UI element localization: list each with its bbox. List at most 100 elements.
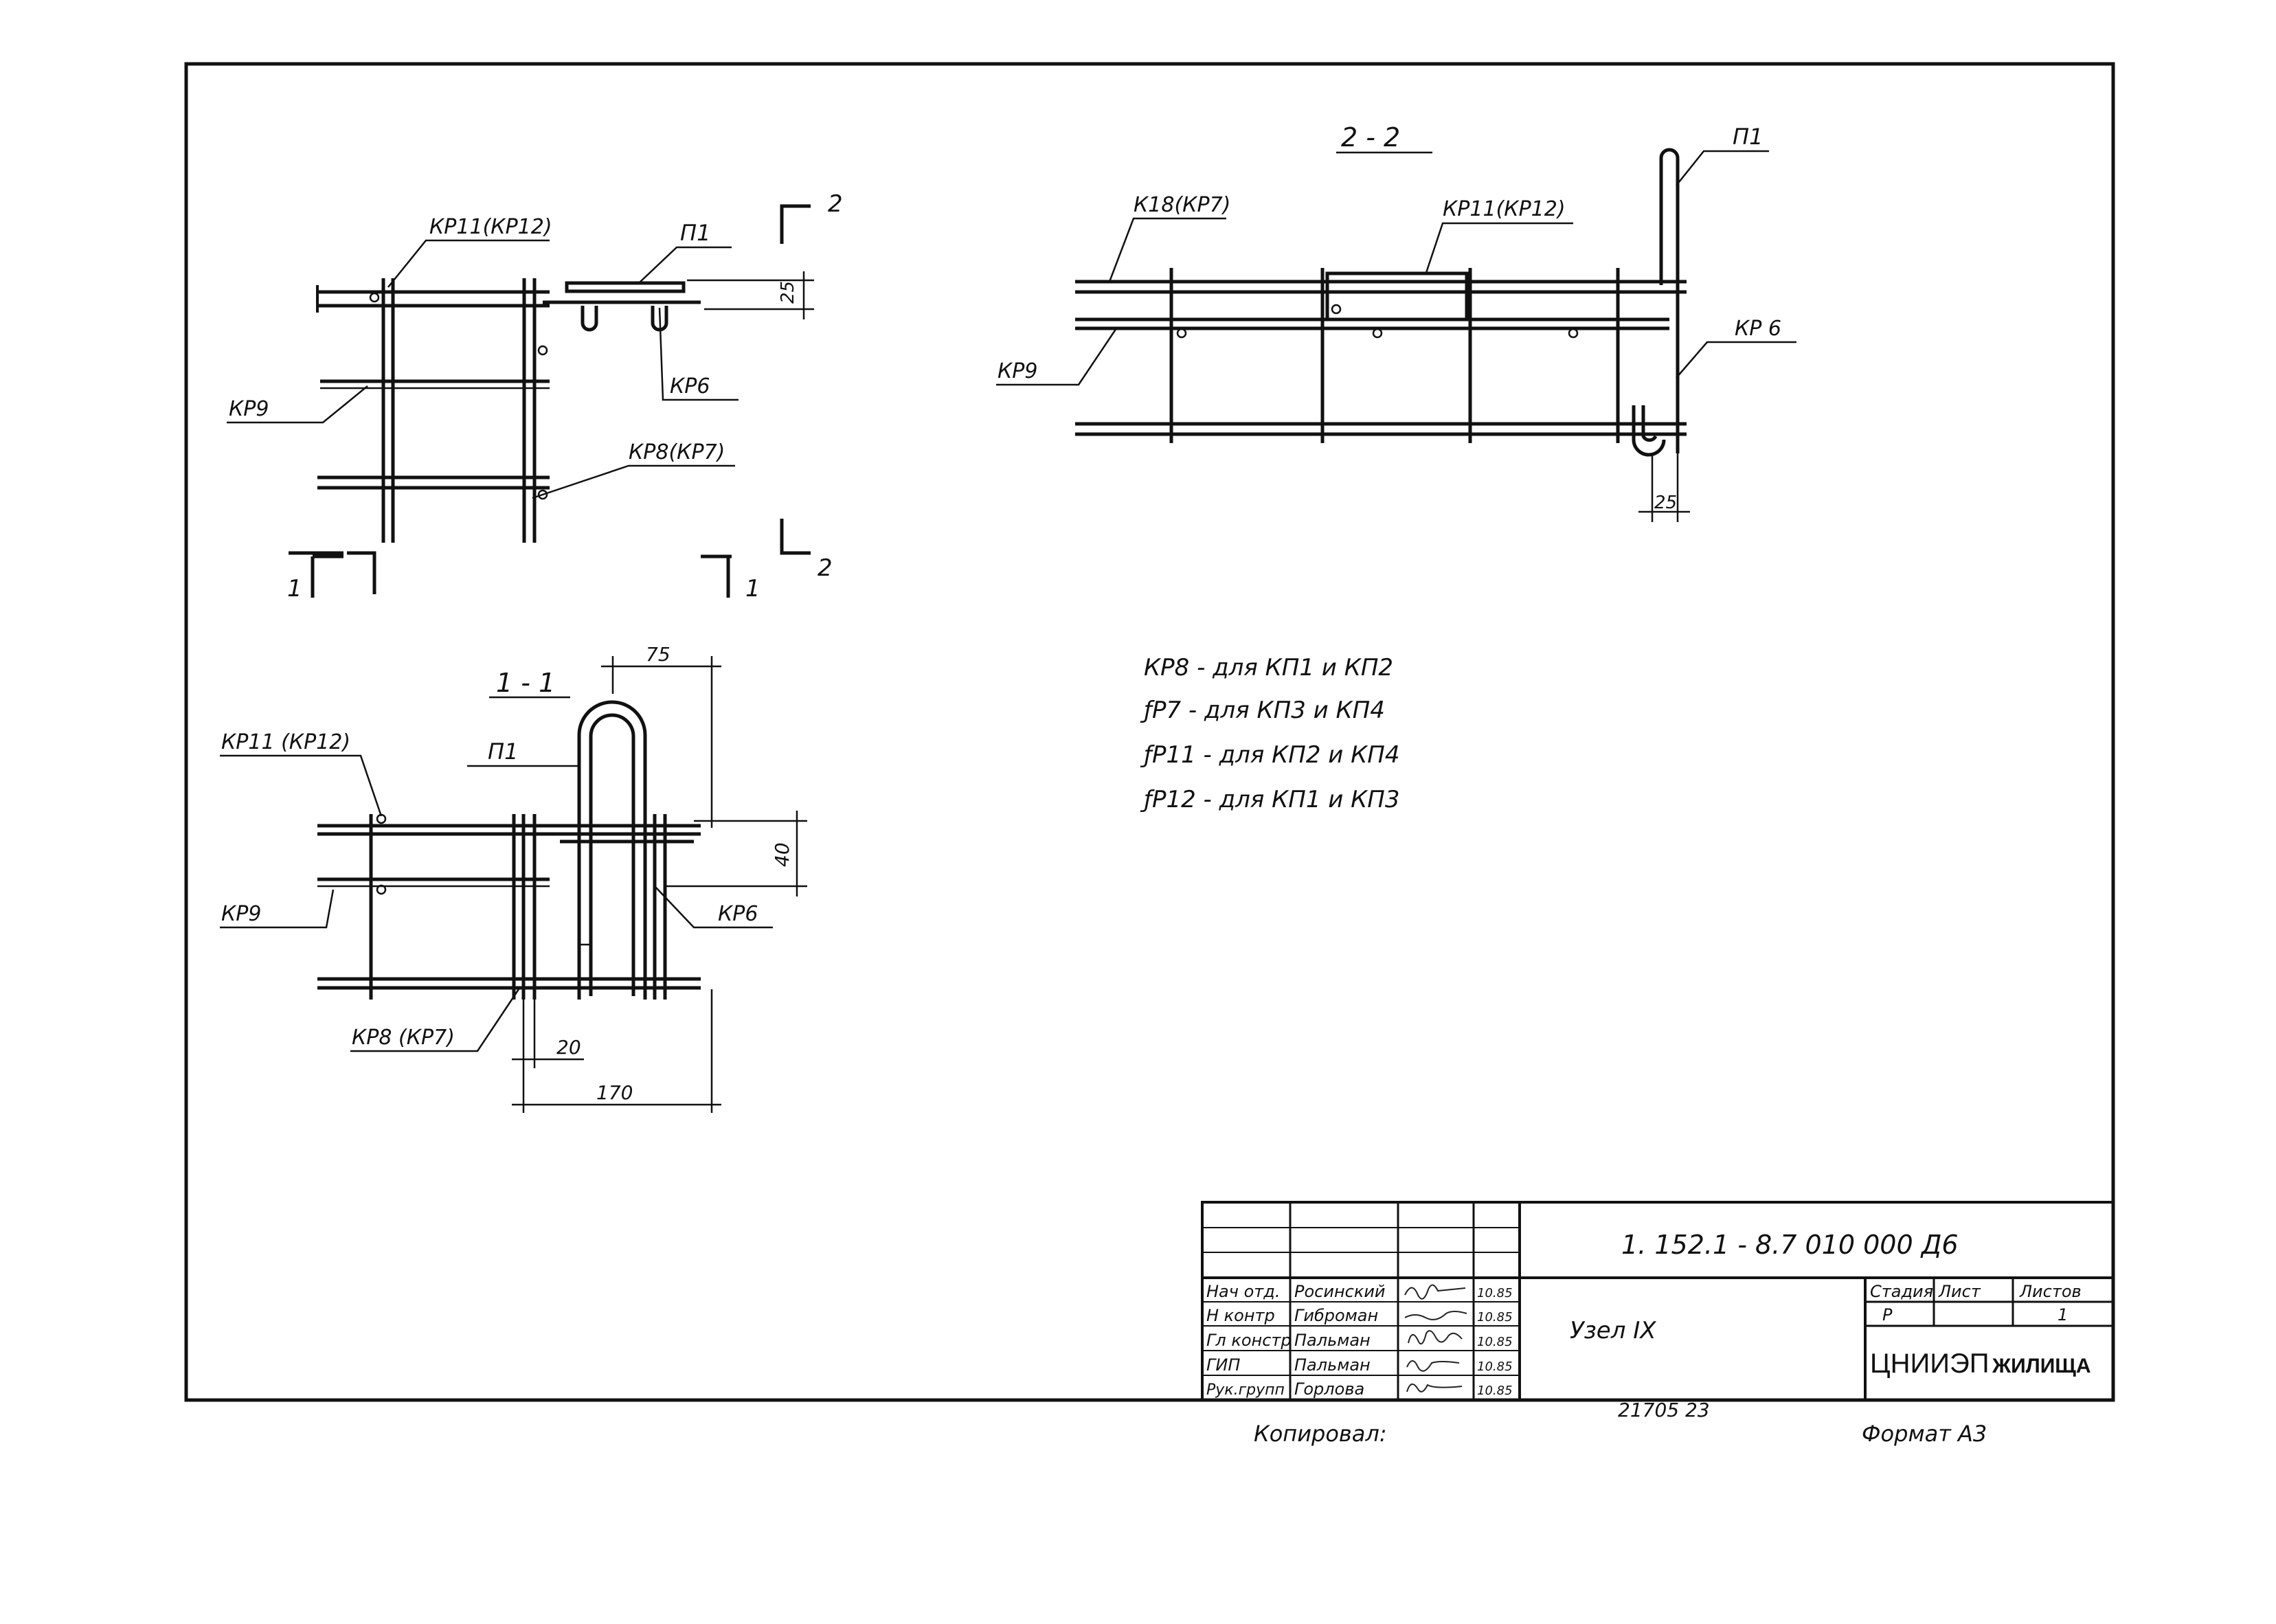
s11-label-kp9: КР9: [221, 902, 261, 926]
plan-weld-3: [537, 489, 548, 500]
cut-label-1-left: 1: [287, 575, 302, 602]
s22-weld-2: [1331, 304, 1342, 315]
footer-inventory: 21705 23: [1618, 1399, 1710, 1421]
tb-role-4: ГИП: [1206, 1355, 1240, 1375]
s11-label-kp6: КР6: [718, 902, 758, 926]
s22-label-kp11: КР11(КР12): [1443, 197, 1566, 221]
note-4: ƒР12 - для КП1 и КП3: [1140, 786, 1400, 813]
tb-date-1: 10.85: [1477, 1286, 1513, 1300]
cut-label-2-bottom: 2: [818, 554, 833, 582]
plan-p1-loop-left: [581, 306, 598, 332]
tb-signature-4: [1406, 1360, 1460, 1372]
s11-leader-kp6: [654, 886, 773, 929]
tb-date-2: 10.85: [1477, 1310, 1513, 1324]
sheet-frame: [184, 62, 2115, 1402]
s22-p1-hook-inner: [1641, 405, 1658, 442]
s11-p1-inner: [589, 713, 635, 996]
cut-mark-2-bottom: [780, 519, 811, 555]
cut-label-2-top: 2: [828, 190, 843, 218]
plan-label-kp11: КР11(КР12): [429, 215, 552, 239]
plan-label-p1: П1: [680, 220, 710, 246]
s22-leader-kp11: [1424, 222, 1573, 275]
s11-dim-40: 40: [771, 842, 793, 867]
s11-label-kp11: КР11 (КР12): [221, 730, 350, 754]
s22-label-p1: П1: [1733, 124, 1763, 150]
tb-name-5: Горлова: [1294, 1379, 1364, 1399]
s11-dim-75: 75: [646, 643, 671, 666]
tb-stage-value: Р: [1882, 1305, 1893, 1324]
tb-stage-header: Стадия: [1870, 1282, 1933, 1301]
tb-role-1: Нач отд.: [1206, 1282, 1280, 1301]
tb-role-3: Гл констр: [1206, 1331, 1292, 1350]
s11-leader-kp11: [220, 754, 383, 817]
tb-date-3: 10.85: [1477, 1335, 1513, 1349]
s11-label-p1: П1: [488, 738, 518, 765]
plan-weld-1: [369, 292, 380, 303]
cut-mark-1-left-hook: [311, 554, 343, 598]
tb-date-4: 10.85: [1477, 1360, 1513, 1374]
s22-weld-3: [1372, 328, 1383, 339]
tb-name-3: Пальман: [1294, 1331, 1371, 1350]
tb-sheet-header: Лист: [1938, 1282, 1981, 1301]
s22-label-kp6: КР 6: [1735, 317, 1781, 341]
footer-format: Формат А3: [1862, 1421, 1987, 1447]
plan-view: 25 КР11(КР12) П1 КР6 КР9 КР8(КР7) 2 2 1 …: [227, 190, 843, 602]
footer-copied: Копировал:: [1254, 1421, 1387, 1447]
section-2-2-title: 2 - 2: [1341, 122, 1400, 153]
tb-sheets-value: 1: [2058, 1305, 2068, 1324]
section-2-2: 2 - 2 К18(КР7) КР11(КР12) П1 КР 6 КР9: [996, 122, 1796, 522]
s22-kp11-bend: [1325, 271, 1469, 319]
s22-p1-hook: [1632, 405, 1666, 457]
plan-leader-kp6: [658, 307, 739, 401]
plan-weld-2: [537, 345, 548, 356]
s22-leader-kp6: [1676, 341, 1796, 379]
plan-leader-kp9: [227, 385, 368, 424]
s22-label-kp9: КР9: [998, 359, 1037, 383]
section-1-1-title: 1 - 1: [496, 668, 555, 698]
cut-label-1-right: 1: [745, 575, 760, 602]
s22-leader-kp9: [996, 328, 1118, 386]
tb-date-5: 10.85: [1477, 1384, 1513, 1398]
tb-doc-code: 1. 152.1 - 8.7 010 000 Д6: [1621, 1230, 1959, 1260]
note-3: ƒР11 - для КП2 и КП4: [1140, 741, 1400, 769]
tb-signature-1: [1404, 1284, 1466, 1300]
s22-label-kp8: К18(КР7): [1134, 193, 1230, 217]
plan-leader-kp11: [387, 239, 550, 288]
tb-signature-2: [1404, 1311, 1467, 1320]
plan-label-kp6: КР6: [670, 374, 710, 398]
section-1-1: 1 - 1 75 40 20 170: [220, 643, 807, 1113]
s22-weld-1: [1176, 328, 1187, 339]
plan-label-kp9: КР9: [229, 397, 269, 421]
s22-leader-p1: [1676, 150, 1769, 186]
plan-p1-plate: [565, 281, 686, 293]
plan-label-kp8: КР8(КР7): [629, 440, 725, 464]
s22-p1-vertical: [1659, 148, 1680, 453]
s22-dim-25: 25: [1654, 493, 1677, 513]
tb-name-4: Пальман: [1294, 1355, 1371, 1375]
note-1: КР8 - для КП1 и КП2: [1144, 654, 1393, 681]
tb-title: Узел IX: [1570, 1317, 1656, 1344]
s11-p1-outer: [577, 700, 647, 1000]
tb-name-2: Гиброман: [1294, 1306, 1378, 1325]
s11-dim-20: 20: [556, 1036, 581, 1059]
tb-signature-5: [1406, 1384, 1463, 1392]
title-block: Нач отд. Росинский 10.85 Н контр Гиброма…: [1201, 1201, 2115, 1401]
tb-org-suffix: ЖИЛИЩА: [1992, 1355, 2091, 1377]
s11-leader-kp9: [220, 889, 335, 929]
footer: Копировал: 21705 23 Формат А3: [1254, 1399, 1987, 1447]
cut-mark-2-top: [780, 204, 811, 244]
tb-org: ЦНИИЭП: [1870, 1349, 1989, 1379]
notes: КР8 - для КП1 и КП2 ƒР7 - для КП3 и КП4 …: [1140, 654, 1400, 813]
cut-mark-1-left: [347, 551, 376, 594]
tb-name-1: Росинский: [1294, 1282, 1386, 1301]
s11-label-kp8: КР8 (КР7): [352, 1026, 455, 1050]
plan-dim-25: 25: [778, 281, 798, 304]
tb-signature-3: [1408, 1330, 1463, 1345]
plan-leader-p1: [638, 246, 732, 284]
note-2: ƒР7 - для КП3 и КП4: [1140, 697, 1385, 724]
tb-role-2: Н контр: [1206, 1306, 1275, 1325]
s11-dim-170: 170: [596, 1081, 633, 1104]
plan-leader-kp8: [532, 464, 735, 499]
s11-weld-2: [376, 884, 387, 895]
